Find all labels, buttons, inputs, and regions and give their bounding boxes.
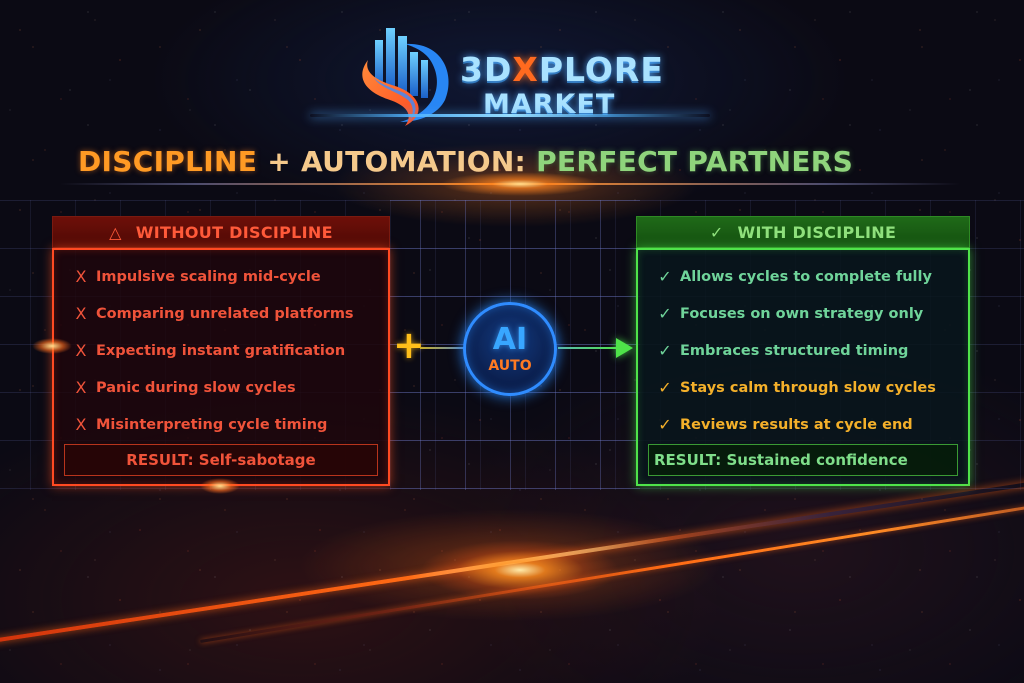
ai-label: AI <box>492 322 528 357</box>
check-mark-icon: ✓ <box>658 267 672 286</box>
with-discipline-list: ✓ Allows cycles to complete fully ✓ Focuse… <box>636 248 970 486</box>
connector-line-right <box>558 347 620 349</box>
without-discipline-header: △ WITHOUT DISCIPLINE <box>52 216 390 248</box>
list-item: X Panic during slow cycles <box>64 369 378 406</box>
checkmark-icon: ✓ <box>709 222 724 242</box>
list-item: X Comparing unrelated platforms <box>64 295 378 332</box>
brand-name-x: X <box>512 50 539 89</box>
list-item: ✓ Reviews results at cycle end <box>648 406 958 443</box>
x-mark-icon: X <box>75 378 87 397</box>
warning-triangle-icon: △ <box>109 222 122 242</box>
ai-auto-badge: AI AUTO <box>463 302 557 396</box>
list-item-text: Panic during slow cycles <box>96 379 296 396</box>
arrow-right-icon <box>616 338 633 358</box>
list-item-text: Focuses on own strategy only <box>680 305 924 322</box>
with-discipline-panel: ✓ WITH DISCIPLINE ✓ Allows cycles to comp… <box>636 216 970 486</box>
list-item: X Expecting instant gratification <box>64 332 378 369</box>
check-mark-icon: ✓ <box>658 341 672 360</box>
list-item-text: Stays calm through slow cycles <box>680 379 936 396</box>
x-mark-icon: X <box>75 415 87 434</box>
without-discipline-list: X Impulsive scaling mid-cycle X Comparing … <box>52 248 390 486</box>
check-mark-icon: ✓ <box>658 415 672 434</box>
connector-line-left <box>420 347 464 349</box>
with-discipline-title: WITH DISCIPLINE <box>737 222 897 242</box>
list-item-text: Impulsive scaling mid-cycle <box>96 268 321 285</box>
list-item: ✓ Embraces structured timing <box>648 332 958 369</box>
list-item: X Misinterpreting cycle timing <box>64 406 378 443</box>
x-mark-icon: X <box>75 267 87 286</box>
list-item-text: Comparing unrelated platforms <box>96 305 354 322</box>
title-discipline: DISCIPLINE <box>78 145 258 178</box>
left-panel-flare <box>32 338 72 354</box>
list-item-text: Embraces structured timing <box>680 342 909 359</box>
without-discipline-result: RESULT: Self-sabotage <box>64 444 378 476</box>
title-flare <box>440 172 600 196</box>
bar-chart-swoosh-logo-icon <box>362 28 449 126</box>
list-item: ✓ Allows cycles to complete fully <box>648 258 958 295</box>
with-discipline-header: ✓ WITH DISCIPLINE <box>636 216 970 248</box>
list-item: ✓ Stays calm through slow cycles <box>648 369 958 406</box>
list-item-text: Expecting instant gratification <box>96 342 346 359</box>
list-item-text: Allows cycles to complete fully <box>680 268 932 285</box>
x-mark-icon: X <box>75 341 87 360</box>
ai-sublabel: AUTO <box>488 358 532 374</box>
brand-name: 3DXPLORE <box>460 50 664 89</box>
without-discipline-title: WITHOUT DISCIPLINE <box>135 222 333 242</box>
bottom-flare <box>420 540 620 600</box>
list-item-text: Misinterpreting cycle timing <box>96 416 328 433</box>
check-mark-icon: ✓ <box>658 304 672 323</box>
page-title: DISCIPLINE + AUTOMATION: PERFECT PARTNER… <box>78 145 853 178</box>
check-mark-icon: ✓ <box>658 378 672 397</box>
brand-logo: 3DXPLORE MARKET <box>310 22 710 127</box>
plus-icon: + <box>393 323 425 367</box>
left-panel-bottom-flare <box>200 478 240 494</box>
without-discipline-panel: △ WITHOUT DISCIPLINE X Impulsive scaling … <box>52 216 390 486</box>
x-mark-icon: X <box>75 304 87 323</box>
list-item: X Impulsive scaling mid-cycle <box>64 258 378 295</box>
list-item: ✓ Focuses on own strategy only <box>648 295 958 332</box>
with-discipline-result: RESULT: Sustained confidence <box>648 444 958 476</box>
logo-glow-line <box>310 114 710 117</box>
list-item-text: Reviews results at cycle end <box>680 416 913 433</box>
